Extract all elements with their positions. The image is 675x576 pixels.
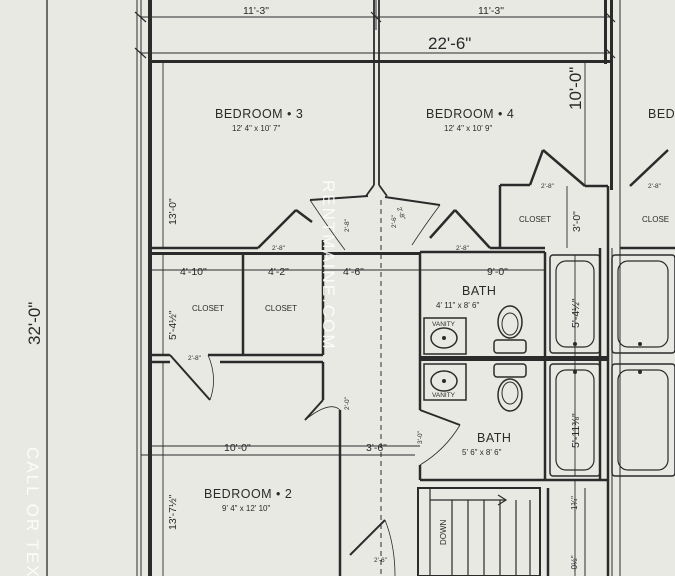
right-dim-top: 10'-0"	[566, 67, 585, 110]
watermark-call: CALL OR TEXT	[23, 447, 42, 576]
exterior-walls	[148, 0, 621, 576]
dim-5-4h: 5'-4½"	[167, 310, 179, 340]
bathtub-right-lower	[611, 363, 675, 477]
bedroom4-size: 12' 4" x 10' 9"	[444, 124, 492, 133]
top-dim-left: 11'-3"	[243, 5, 269, 17]
partition-bed3-bed4	[365, 0, 388, 197]
door-label-c: 2'-8"	[541, 183, 555, 190]
toilet-upper	[493, 305, 527, 354]
closet-a-label: CLOSET	[192, 304, 224, 313]
bath2-size: 5' 6" x 8' 6"	[462, 448, 502, 457]
door-label-b: 2'-8"	[456, 245, 470, 252]
overall-depth-dimension	[46, 0, 142, 576]
dim-3-6: 3'-6"	[366, 442, 387, 454]
bath1-size: 4' 11" x 8' 6"	[436, 301, 479, 310]
bedroom3-name: BEDROOM • 3	[215, 107, 303, 121]
toilet-lower	[493, 363, 527, 412]
bath2-name: BATH	[477, 431, 511, 445]
interior-dimension-lines	[152, 63, 586, 576]
dim-1-3q: 1¾"	[570, 496, 579, 510]
bedroom4-walls	[384, 149, 675, 250]
door-label-h: 2'-6"	[374, 557, 388, 564]
dim-13-7h: 13'-7½"	[167, 494, 179, 530]
top-dim-right: 11'-3"	[478, 5, 504, 17]
dim-4-2: 4'-2"	[268, 266, 289, 278]
vanity-lower	[423, 363, 467, 401]
dim-0-1h: -0½"	[570, 555, 579, 572]
overall-depth-dim: 32'-0"	[25, 302, 44, 345]
bath1-name: BATH	[462, 284, 496, 298]
closet-walls	[152, 252, 420, 401]
door-label-k: 2'-6"	[391, 214, 398, 228]
vanity-upper-label: VANITY	[432, 321, 456, 328]
bedroom2-size: 9' 4" x 12' 10"	[222, 504, 270, 513]
dim-3-0: 3'-0"	[571, 211, 583, 232]
bedroom2-name: BEDROOM • 2	[204, 487, 292, 501]
dim-5-11: 5'-11⅜"	[570, 413, 582, 448]
vanity-upper	[423, 317, 467, 355]
bedroom2-walls	[141, 360, 415, 576]
dim-9-0: 9'-0"	[487, 266, 508, 278]
bedroom3-walls	[152, 195, 369, 251]
door-label-j: 3'-0"	[417, 430, 424, 444]
watermark-site: RENTMAINE.COM	[319, 180, 338, 351]
dim-4-10: 4'-10"	[180, 266, 207, 278]
dim-13-0: 13'-0"	[167, 198, 179, 225]
dim-4-6: 4'-6"	[343, 266, 364, 278]
closet-d-label: CLOSE	[642, 215, 669, 224]
door-label-f: 2'-8"	[344, 218, 351, 232]
vanity-lower-label: VANITY	[432, 392, 456, 399]
door-label-e: 2'-8"	[188, 355, 202, 362]
bedroom5-partial: BED	[648, 107, 675, 121]
door-label-g: 2'-8"	[395, 206, 406, 221]
door-label-a: 2'-8"	[272, 245, 286, 252]
door-label-i: 2'-0"	[344, 396, 351, 410]
closet-c-label: CLOSET	[519, 215, 551, 224]
closet-b-label: CLOSET	[265, 304, 297, 313]
bedroom3-size: 12' 4" x 10' 7"	[232, 124, 280, 133]
dim-10-0: 10'-0"	[224, 442, 251, 454]
door-label-d: 2'-8"	[648, 183, 662, 190]
stair-down-label: DOWN	[439, 519, 448, 545]
dim-5-4h-tub: 5'-4½"	[570, 298, 582, 328]
bathtub-right-upper	[611, 254, 675, 354]
overall-width-dim: 22'-6"	[428, 34, 471, 53]
bedroom4-name: BEDROOM • 4	[426, 107, 514, 121]
staircase	[417, 487, 586, 576]
